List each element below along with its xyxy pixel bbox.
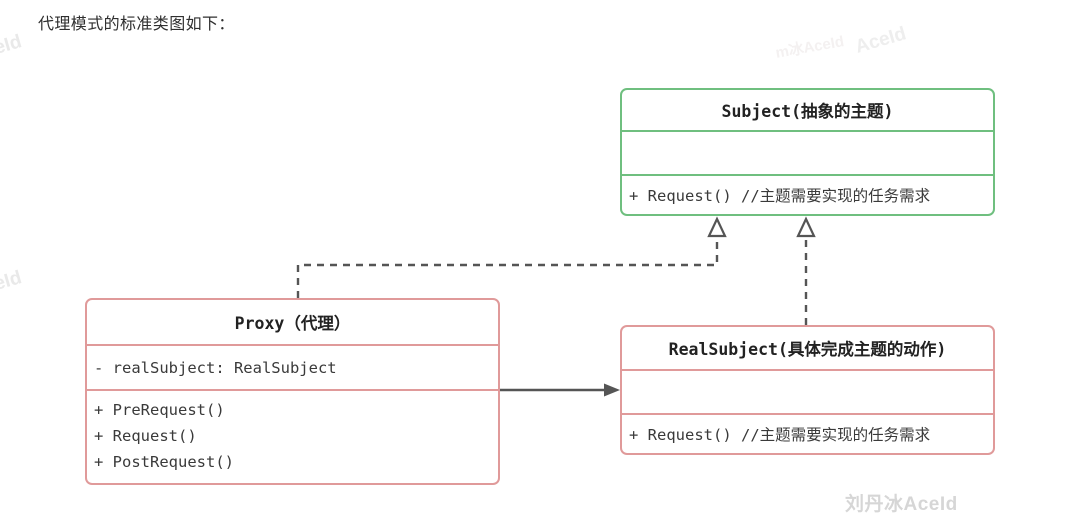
watermark-left-top: ceId [0,31,25,62]
class-method-subject-request: + Request() //主题需要实现的任务需求 [622,174,993,214]
relation-realsubject-realizes-subject [796,216,816,325]
class-attributes-realsubject [622,369,993,413]
class-box-subject[interactable]: Subject(抽象的主题) + Request() //主题需要实现的任务需求 [620,88,995,216]
watermark-top-center: m冰AceId [774,33,846,62]
watermark-top-right: AceId [852,23,909,58]
class-box-proxy[interactable]: Proxy（代理） - realSubject: RealSubject + P… [85,298,500,485]
class-method-proxy-request: + Request() [94,427,197,445]
class-title-proxy: Proxy（代理） [234,314,351,333]
class-attribute-proxy-realsubject: - realSubject: RealSubject [87,344,498,389]
relation-proxy-realizes-subject [296,216,727,298]
class-method-proxy-postrequest: + PostRequest() [94,453,234,471]
page-title: 代理模式的标准类图如下： [38,16,235,33]
class-method-realsubject-request: + Request() //主题需要实现的任务需求 [622,413,993,453]
class-attributes-subject [622,130,993,174]
watermark-author: 刘丹冰AceId [845,494,958,515]
relation-proxy-uses-realsubject [500,383,620,397]
class-box-realsubject[interactable]: RealSubject(具体完成主题的动作) + Request() //主题需… [620,325,995,455]
class-title-realsubject: RealSubject(具体完成主题的动作) [668,340,947,359]
class-methods-proxy: + PreRequest() + Request() + PostRequest… [87,389,498,483]
watermark-left-middle: ceId [0,267,25,298]
class-method-proxy-prerequest: + PreRequest() [94,401,225,419]
class-title-subject: Subject(抽象的主题) [721,102,894,121]
